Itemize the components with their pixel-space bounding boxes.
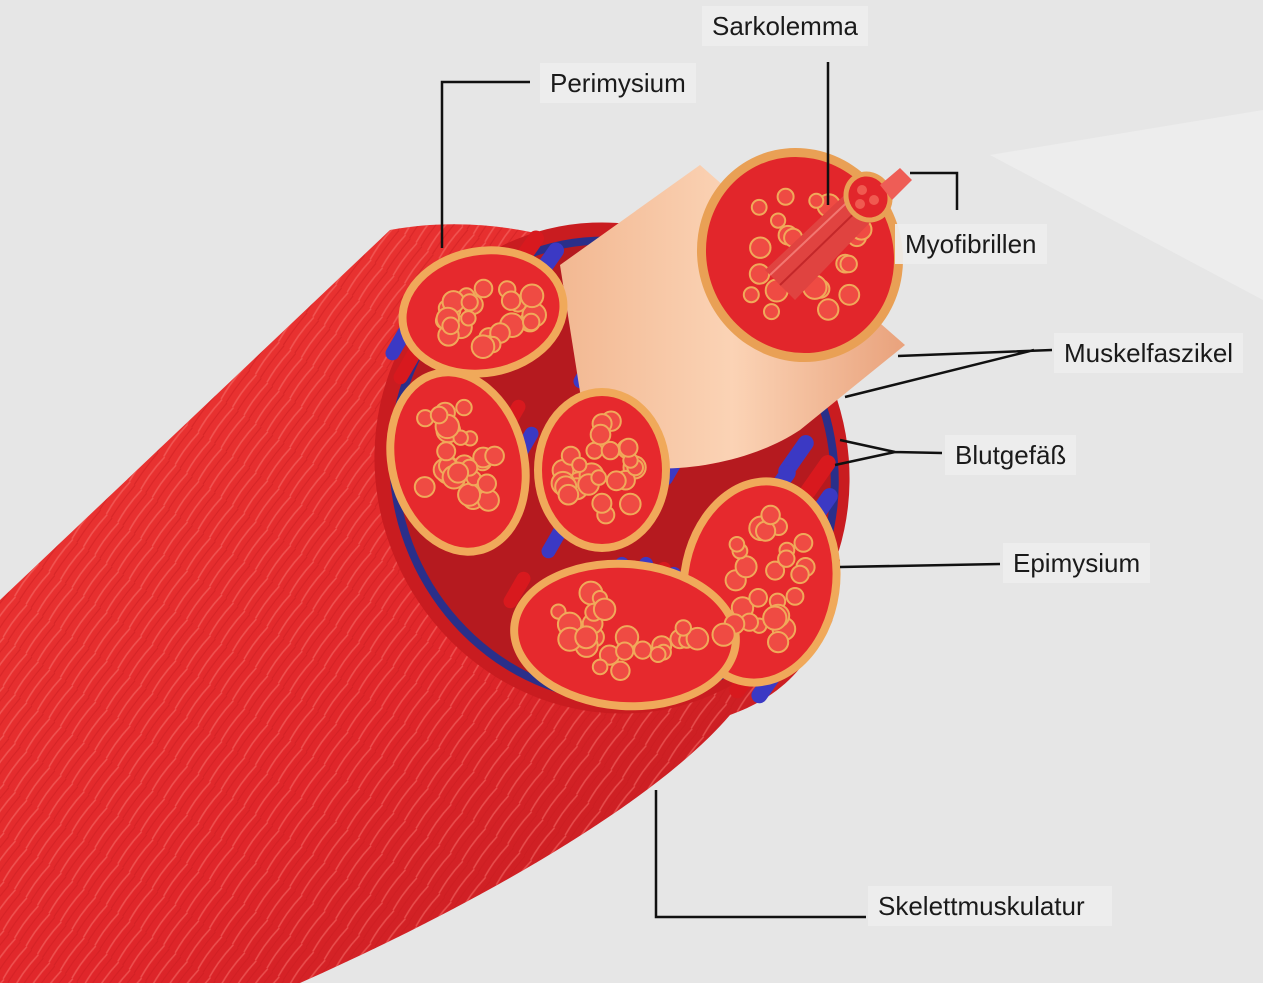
muscle-fiber — [778, 551, 794, 567]
leader-line-myofibrillen — [910, 173, 957, 210]
muscle-fiber — [594, 599, 615, 620]
muscle-fiber — [437, 442, 455, 460]
muscle-fiber — [771, 214, 785, 228]
muscle-fiber — [442, 318, 459, 335]
label-muskelfaszikel: Muskelfaszikel — [1054, 333, 1243, 373]
muscle-fiber — [752, 200, 767, 215]
muscle-fiber — [448, 463, 468, 483]
leader-line-epimysium — [840, 564, 1000, 567]
muscle-fiber — [763, 607, 786, 630]
muscle-fiber — [620, 494, 641, 515]
muscle-fiber — [478, 475, 496, 493]
muscle-fiber — [634, 642, 651, 659]
muscle-fiber — [791, 566, 808, 583]
label-epimysium: Epimysium — [1003, 543, 1150, 583]
muscle-fiber — [456, 400, 471, 415]
label-myofibrillen: Myofibrillen — [895, 224, 1047, 264]
muscle-fiber — [787, 588, 804, 605]
muscle-fiber — [841, 256, 857, 272]
leader-line-blutgefaess — [835, 440, 942, 465]
muscle-fiber — [485, 447, 504, 466]
muscle-fiber — [651, 647, 666, 662]
label-skelettmuskulatur: Skelettmuskulatur — [868, 886, 1112, 926]
muscle-fiber — [620, 439, 638, 457]
muscle-fiber — [415, 477, 435, 497]
muscle-fiber — [809, 194, 823, 208]
label-perimysium: Perimysium — [540, 63, 696, 103]
muscle-fiber — [795, 534, 813, 552]
muscle-fiber — [768, 632, 788, 652]
muscle-fiber — [475, 280, 493, 298]
muscle-fiber — [736, 556, 757, 577]
muscle-fiber — [761, 506, 779, 524]
muscle-fiber — [591, 470, 606, 485]
muscle-fiber — [461, 311, 475, 325]
muscle-fiber — [559, 485, 579, 505]
label-sarkolemma: Sarkolemma — [702, 6, 868, 46]
muscle-fiber — [462, 294, 478, 310]
muscle-fiber — [730, 537, 745, 552]
muscle-fiber — [472, 335, 495, 358]
muscle-fiber — [431, 407, 448, 424]
muscle-fiber — [750, 264, 769, 283]
muscle-fiber — [591, 425, 611, 445]
muscle-fiber — [778, 189, 794, 205]
muscle-fiber — [593, 660, 608, 675]
leader-line-perimysium — [442, 82, 530, 248]
muscle-fiber — [502, 292, 520, 310]
muscle-fiber — [744, 287, 759, 302]
muscle-fiber — [611, 662, 629, 680]
muscle-fiber — [676, 620, 691, 635]
muscle-fiber — [818, 299, 838, 319]
muscle-fiber — [839, 285, 859, 305]
leader-line-skelettmuskulatur — [656, 790, 866, 917]
muscle-fiber — [458, 484, 480, 506]
muscle-fiber — [521, 285, 544, 308]
muscle-fiber — [592, 494, 611, 513]
muscle-fiber — [713, 624, 735, 646]
muscle-fiber — [572, 458, 586, 472]
muscle-fiber — [607, 471, 626, 490]
muscle-fiber — [750, 238, 770, 258]
muscle-fiber — [764, 304, 779, 319]
muscle-fiber — [616, 643, 633, 660]
muscle-fiber — [523, 314, 539, 330]
muscle-fiber — [575, 626, 597, 648]
label-blutgefaess: Blutgefäß — [945, 435, 1076, 475]
muscle-fiber — [749, 589, 767, 607]
background-highlight — [990, 110, 1263, 300]
